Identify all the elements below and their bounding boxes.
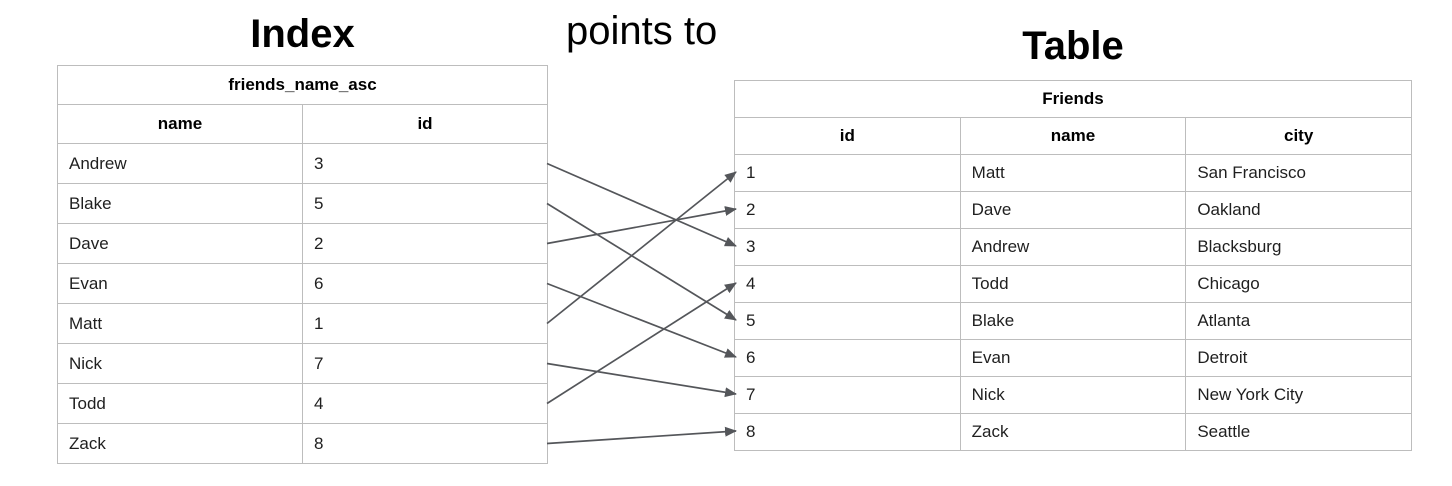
table-cell: 7 (302, 343, 548, 384)
column-header: name (57, 104, 303, 144)
column-header: city (1185, 117, 1412, 155)
table-title: Table (1022, 24, 1124, 68)
column-header: id (302, 104, 548, 144)
table-cell: 3 (734, 228, 961, 266)
table-cell: Oakland (1185, 191, 1412, 229)
table-cell: 7 (734, 376, 961, 414)
table-caption-row: friends_name_asc (57, 65, 548, 105)
points-to-label: points to (566, 9, 718, 53)
table-cell: 3 (302, 143, 548, 184)
table-cell: Dave (57, 223, 303, 264)
table-cell: 4 (302, 383, 548, 424)
points-to-arrow (546, 282, 737, 358)
table-cell: 6 (734, 339, 961, 377)
table-cell: 5 (734, 302, 961, 340)
table-cell: 5 (302, 183, 548, 224)
table-caption: friends_name_asc (57, 65, 548, 105)
table-cell: Atlanta (1185, 302, 1412, 340)
points-to-arrow (546, 171, 737, 325)
table-cell: 4 (734, 265, 961, 303)
table-cell: Dave (959, 191, 1187, 229)
index-title: Index (250, 12, 355, 56)
column-header: id (734, 117, 961, 155)
table-cell: 8 (734, 413, 961, 451)
table-cell: Matt (959, 154, 1187, 192)
points-to-arrow (546, 206, 737, 245)
table-cell: Zack (57, 423, 303, 464)
table-cell: Blake (57, 183, 303, 224)
table-cell: Seattle (1185, 413, 1412, 451)
table-cell: Evan (57, 263, 303, 304)
points-to-arrow (546, 162, 737, 247)
table-cell: Chicago (1185, 265, 1412, 303)
table-cell: Andrew (959, 228, 1187, 266)
table-cell: Nick (959, 376, 1187, 414)
table-cell: Nick (57, 343, 303, 384)
points-to-arrow (546, 282, 737, 405)
table-cell: New York City (1185, 376, 1412, 414)
table-cell: San Francisco (1185, 154, 1412, 192)
points-to-arrow (546, 362, 737, 398)
table-cell: 2 (734, 191, 961, 229)
table-cell: Blake (959, 302, 1187, 340)
table-cell: 1 (302, 303, 548, 344)
points-to-arrow (546, 426, 737, 445)
table-caption-row: Friends (734, 80, 1412, 118)
table-cell: 2 (302, 223, 548, 264)
table-cell: 6 (302, 263, 548, 304)
table-cell: Todd (959, 265, 1187, 303)
table-cell: Todd (57, 383, 303, 424)
table-cell: Evan (959, 339, 1187, 377)
table-cell: Blacksburg (1185, 228, 1412, 266)
column-header: name (959, 117, 1187, 155)
points-to-arrow (546, 202, 737, 321)
table-cell: Detroit (1185, 339, 1412, 377)
table-cell: Zack (959, 413, 1187, 451)
table-cell: 1 (734, 154, 961, 192)
table-cell: Andrew (57, 143, 303, 184)
table-cell: Matt (57, 303, 303, 344)
table-caption: Friends (734, 80, 1412, 118)
table-cell: 8 (302, 423, 548, 464)
